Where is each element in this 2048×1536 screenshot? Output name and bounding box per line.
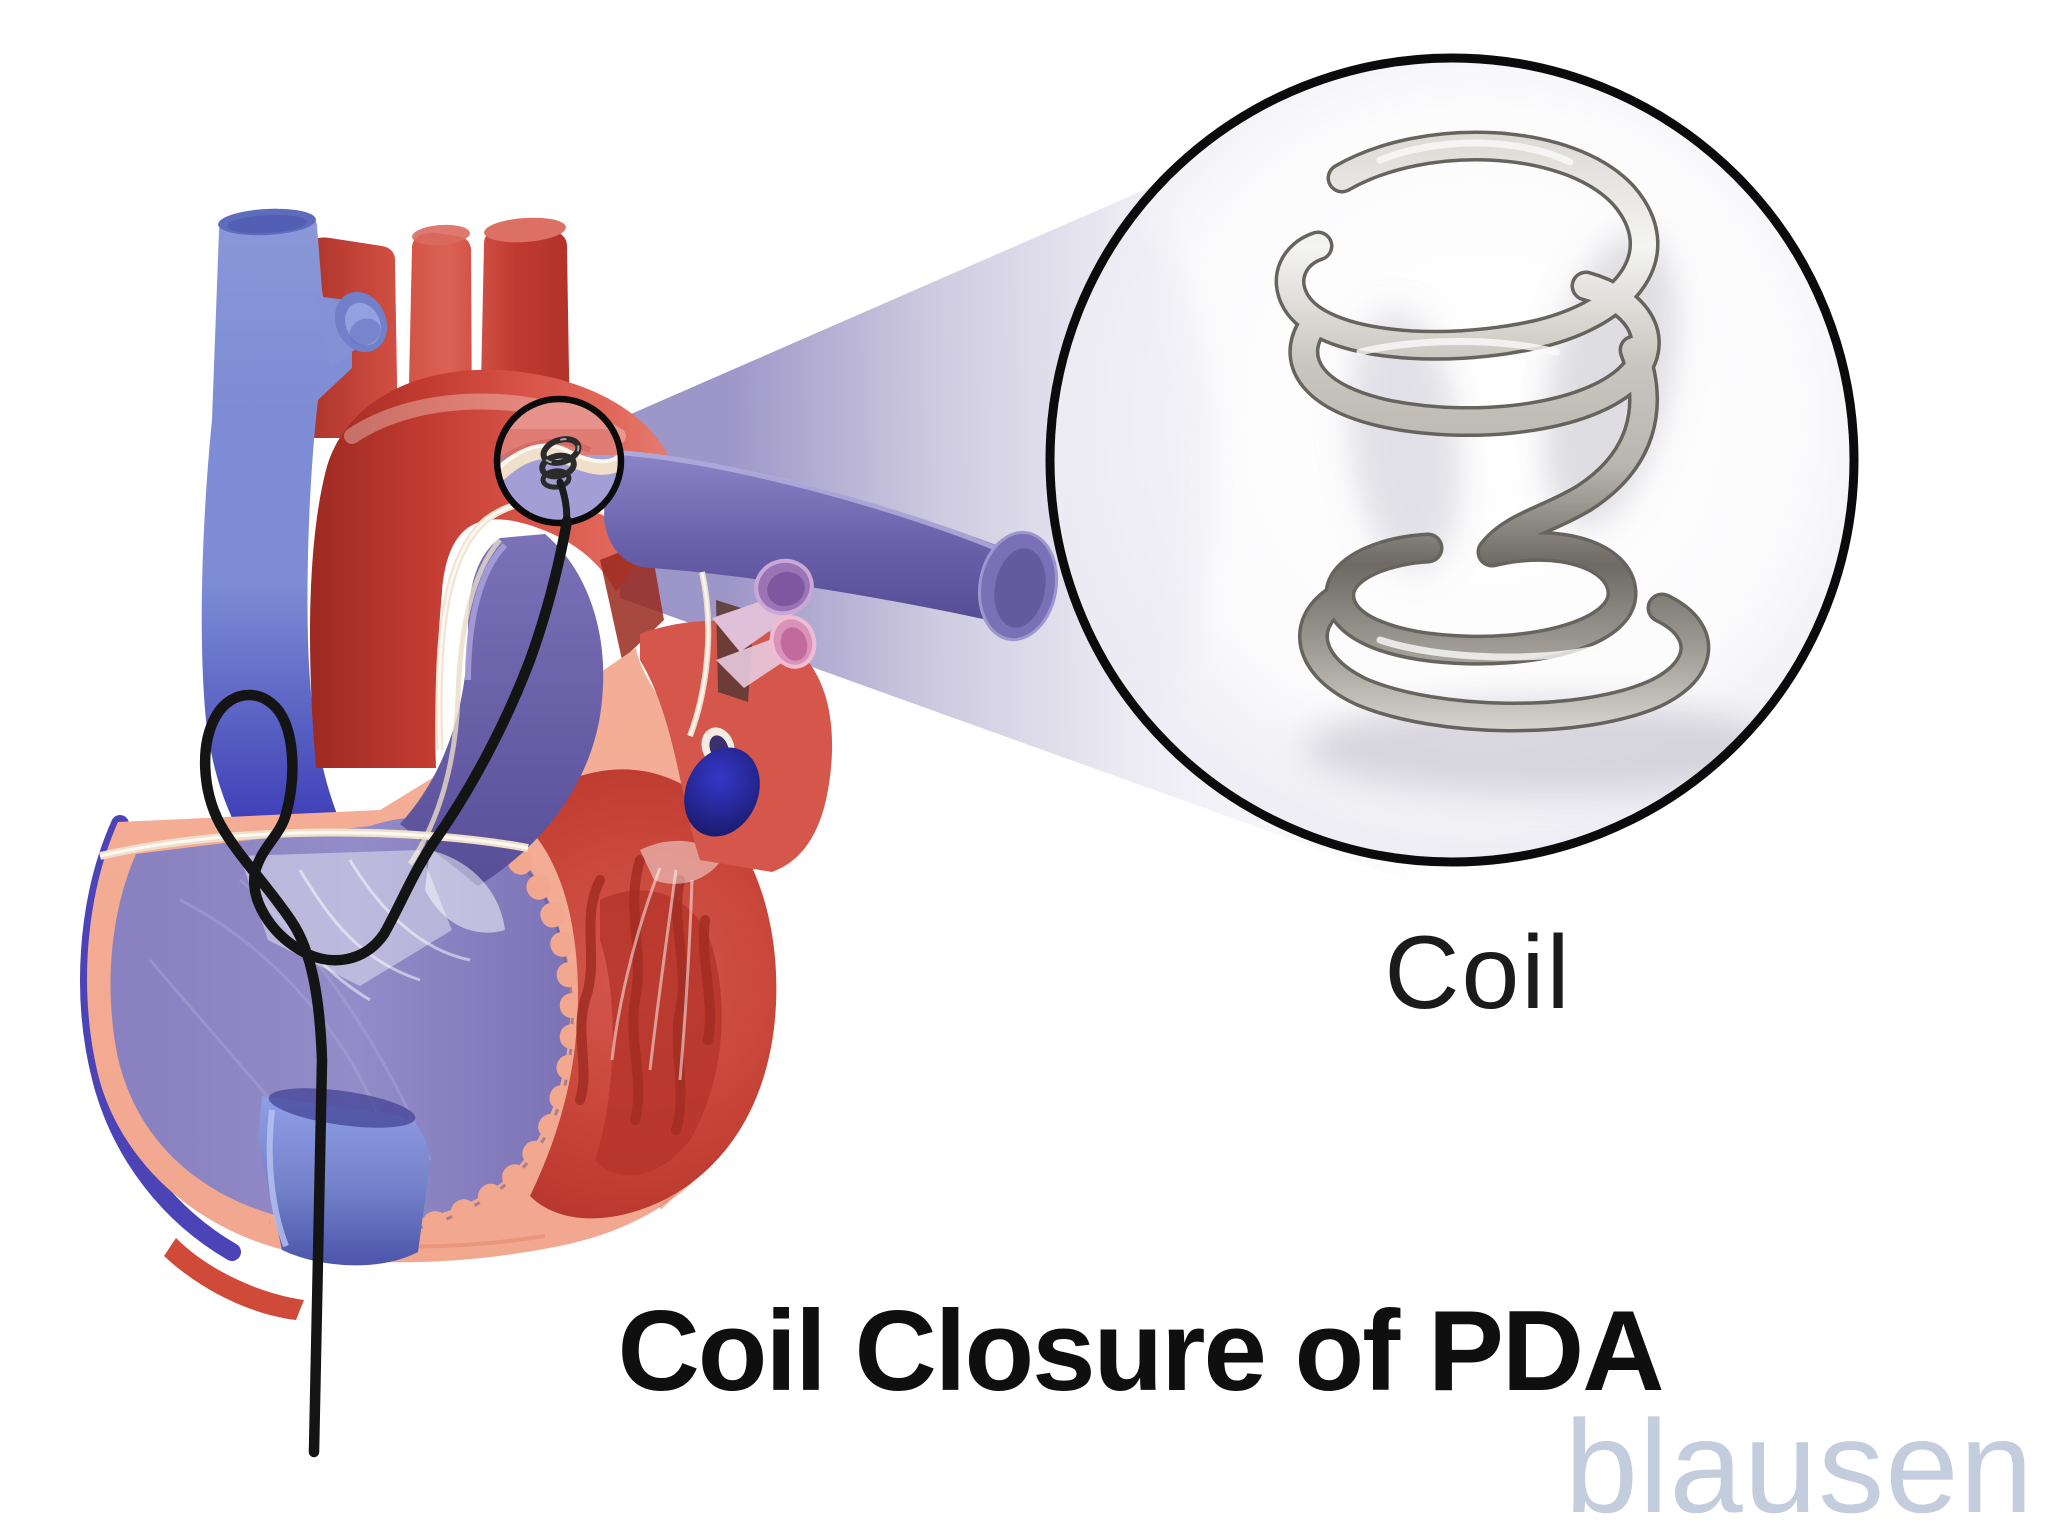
pulmonary-trunk [400, 534, 604, 886]
catheter [199, 515, 573, 1458]
coil-magnified-view [1045, 53, 1859, 867]
pda-magnifier [493, 395, 625, 527]
coil-label: Coil [1384, 915, 1571, 1031]
left-ventricle [520, 769, 777, 1219]
coil-glints [1356, 139, 1604, 661]
inferior-vena-cava [258, 1088, 429, 1266]
lv-chordae [610, 867, 694, 1081]
apex-red-sliver [164, 1238, 304, 1320]
coil-spring [1274, 130, 1711, 733]
branch-opening [412, 224, 470, 246]
valve-membranes [240, 850, 505, 1002]
coronary-sinus-blob [684, 747, 760, 837]
diagram-title: Coil Closure of PDA [617, 1288, 1662, 1415]
right-pulmonary-artery [604, 449, 1059, 642]
pulmonary-veins [712, 558, 817, 688]
trunk-cream-edge [407, 538, 502, 866]
coil-magnifier-ring [1045, 53, 1859, 867]
pda-magnifier-ring [493, 395, 625, 527]
blausen-watermark: blausen [1565, 1393, 2034, 1536]
superior-vena-cava [201, 208, 388, 889]
deployed-coil-mini [539, 436, 582, 490]
branch-opening [484, 217, 566, 243]
lv-deep-core [595, 890, 722, 1176]
lv-trabeculae [575, 855, 715, 1135]
descending-aorta-sliver [600, 540, 664, 660]
